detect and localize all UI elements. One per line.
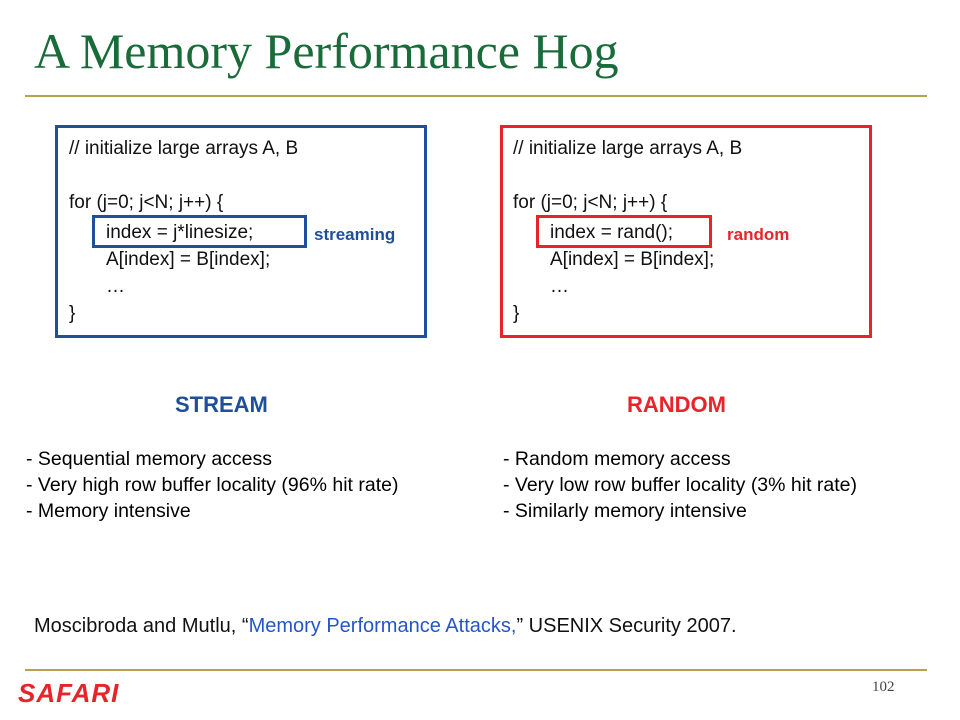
stream-code-assign: A[index] = B[index]; <box>106 249 271 270</box>
citation-open-quote: “ <box>241 615 249 637</box>
random-code-for: for (j=0; j<N; j++) { <box>513 192 668 213</box>
stream-bullet-list: - Sequential memory access - Very high r… <box>26 446 398 524</box>
page-number: 102 <box>872 679 895 695</box>
random-code-index: index = rand(); <box>550 222 674 243</box>
stream-code-index: index = j*linesize; <box>106 222 254 243</box>
random-code-ellipsis: … <box>550 276 569 297</box>
random-label: random <box>727 225 790 244</box>
stream-code-close: } <box>69 303 76 324</box>
stream-bullet: - Memory intensive <box>26 500 191 522</box>
slide-title: A Memory Performance Hog <box>34 23 619 79</box>
stream-highlight-box <box>92 215 307 248</box>
stream-bullet: - Very high row buffer locality (96% hit… <box>26 474 399 496</box>
random-bullet: - Very low row buffer locality (3% hit r… <box>503 474 858 496</box>
random-bullet: - Similarly memory intensive <box>503 500 747 522</box>
citation-venue: USENIX Security 2007. <box>523 615 737 637</box>
citation-authors: Moscibroda and Mutlu, <box>34 615 242 637</box>
random-bullet-list: - Random memory access - Very low row bu… <box>503 446 857 524</box>
random-heading: RANDOM <box>627 392 726 417</box>
citation-paper-link[interactable]: Memory Performance Attacks, <box>248 615 517 637</box>
random-code-assign: A[index] = B[index]; <box>550 249 715 270</box>
random-code-box: // initialize large arrays A, B for (j=0… <box>500 125 872 338</box>
title-divider <box>25 95 927 97</box>
stream-code-box: // initialize large arrays A, B for (j=0… <box>55 125 427 338</box>
citation: Moscibroda and Mutlu, “Memory Performanc… <box>34 615 737 638</box>
streaming-label: streaming <box>314 225 396 244</box>
random-bullet: - Random memory access <box>503 448 731 470</box>
safari-logo: SAFARI <box>18 678 120 708</box>
footer-divider <box>25 669 927 671</box>
stream-bullet: - Sequential memory access <box>26 448 273 470</box>
random-code-comment: // initialize large arrays A, B <box>513 138 743 159</box>
stream-code-ellipsis: … <box>106 276 125 297</box>
random-highlight-box <box>536 215 712 248</box>
stream-heading: STREAM <box>175 392 268 417</box>
stream-code-comment: // initialize large arrays A, B <box>69 138 299 159</box>
citation-close-quote: ” <box>516 615 524 637</box>
random-code-close: } <box>513 303 520 324</box>
stream-code-for: for (j=0; j<N; j++) { <box>69 192 224 213</box>
